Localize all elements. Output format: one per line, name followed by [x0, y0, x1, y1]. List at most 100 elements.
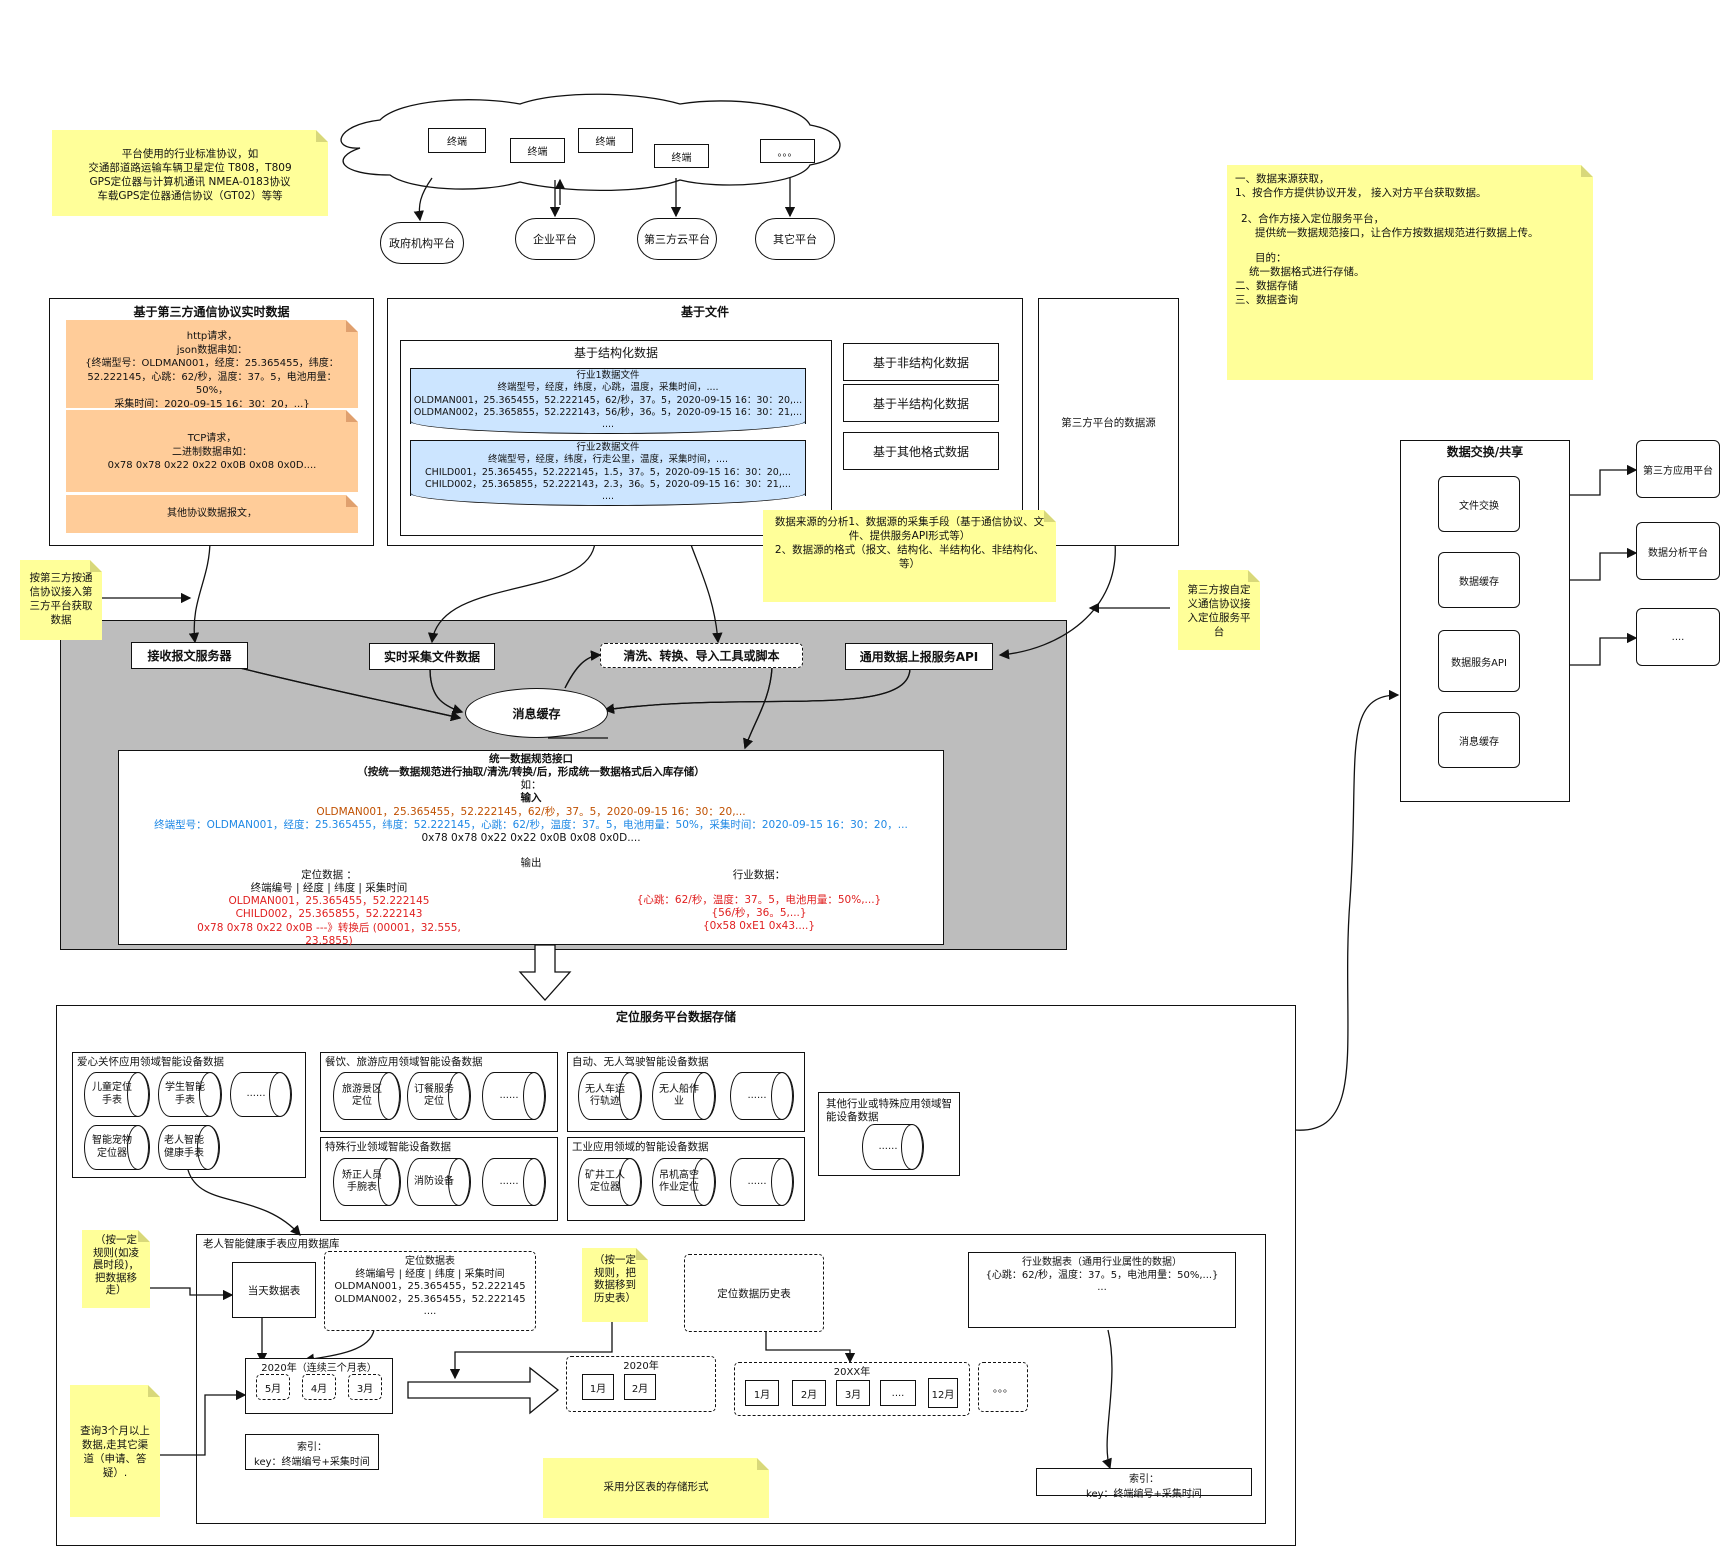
platform-government: 政府机构平台	[380, 222, 464, 264]
group-special: 特殊行业领域智能设备数据	[320, 1137, 558, 1221]
group-care: 爱心关怀应用领域智能设备数据	[72, 1052, 306, 1178]
message-cache: 消息缓存	[465, 688, 608, 738]
down-hollow-arrow	[518, 944, 572, 1001]
platform-other: 其它平台	[755, 218, 835, 260]
device-other-more: ......	[862, 1124, 924, 1170]
note-history-rule: （按一定规则，把数据移到历史表）	[582, 1248, 648, 1322]
unified-industry-output: 行业数据： {心跳：62/秒，温度：37。5，电池用量：50%,...} {56…	[636, 869, 882, 933]
device-ordering: 订餐服务定位	[407, 1072, 471, 1120]
group-care-title: 爱心关怀应用领域智能设备数据	[77, 1056, 224, 1068]
upload-service-api: 通用数据上报服务API	[845, 643, 993, 670]
arrow-ex-t3	[1570, 632, 1638, 666]
target-analysis-platform: 数据分析平台	[1636, 522, 1720, 580]
terminal-2: 终端	[510, 138, 565, 163]
month-4: 4月	[302, 1374, 336, 1400]
xx-month-12: 12月	[928, 1378, 958, 1408]
note-other-protocol: 其他协议数据报文，	[66, 495, 358, 533]
note-right-access: 第三方按自定义通信协议接入定位服务平台	[1178, 570, 1260, 650]
history-20xx-title: 20XX年	[833, 1367, 871, 1378]
note-source-analysis: 数据来源的分析1、数据源的采集手段（基于通信协议、文件、提供服务API形式等）2…	[763, 510, 1056, 602]
arrow-panel1-receive	[188, 539, 211, 644]
exchange-message-cache: 消息缓存	[1438, 712, 1520, 768]
note-http-request: http请求，json数据串如：{终端型号：OLDMAN001，经度：25.36…	[66, 320, 358, 408]
device-fire: 消防设备	[407, 1158, 471, 1206]
terminal-4: 终端	[654, 144, 709, 168]
arrow-realtime-cache	[429, 667, 464, 715]
arrow-struct-clean	[689, 541, 723, 644]
arrow-cloud-gov	[413, 177, 433, 222]
xx-month-1: 1月	[745, 1380, 779, 1406]
other-format-data-box: 基于其他格式数据	[843, 432, 999, 470]
exchange-service-api: 数据服务API	[1438, 630, 1520, 692]
note-query-over-3-months: 查询3个月以上数据,走其它渠道（申请、答疑）.	[70, 1385, 160, 1517]
arrow-cache-clean	[564, 650, 602, 689]
exchange-cache: 数据缓存	[1438, 552, 1520, 608]
arrow-api-cache	[603, 667, 911, 714]
index-box-right: 索引：key：终端编号+采集时间	[1036, 1468, 1252, 1500]
note-protocols: 平台使用的行业标准协议，如 交通部道路运输车辆卫星定位 T808，T809 GP…	[52, 130, 328, 216]
terminal-3: 终端	[578, 128, 633, 153]
unified-title: 统一数据规范接口	[489, 753, 573, 765]
arrow-clean-unified	[743, 667, 773, 750]
history-more: 。。。	[978, 1362, 1028, 1412]
data-exchange-title: 数据交换/共享	[1446, 445, 1524, 459]
arrow-ex-t1	[1570, 464, 1638, 496]
xx-month-2: 2月	[792, 1380, 826, 1406]
group-other-title: 其他行业或特殊应用领域智能设备数据	[826, 1098, 952, 1123]
xx-month-3: 3月	[836, 1380, 870, 1406]
elderly-db-title: 老人智能健康手表应用数据库	[203, 1238, 340, 1250]
unified-input-3: 0x78 0x78 0x22 0x22 0x0B 0x08 0x0D....	[421, 831, 641, 844]
device-care-more: ......	[230, 1072, 292, 1117]
realtime-file-collect: 实时采集文件数据	[369, 643, 495, 670]
month-5: 5月	[256, 1374, 290, 1400]
index-box-left: 索引：key：终端编号+采集时间	[245, 1434, 379, 1470]
arrow-storage-exchange	[1294, 689, 1400, 1131]
semistructured-data-box: 基于半结构化数据	[843, 384, 999, 422]
group-industrial-title: 工业应用领域的智能设备数据	[572, 1141, 709, 1153]
device-child-watch: 儿童定位手表	[84, 1072, 150, 1117]
platform-enterprise: 企业平台	[515, 218, 595, 260]
note-tcp-request: TCP请求，二进制数据串如：0x78 0x78 0x22 0x22 0x0B 0…	[66, 410, 358, 492]
year-2020-recent-title: 2020年（连续三个月表）	[261, 1363, 377, 1374]
receive-server: 接收报文服务器	[131, 642, 248, 669]
device-elderly-watch: 老人智能健康手表	[158, 1125, 220, 1170]
history-2020-title: 2020年	[623, 1361, 659, 1372]
device-pet-locator: 智能宠物定位器	[84, 1125, 150, 1170]
xx-month-dots: ....	[880, 1380, 916, 1406]
panel-file-based-title: 基于文件	[680, 305, 729, 319]
device-mine-worker: 矿井工人定位器	[578, 1158, 642, 1206]
clean-convert-import-tool: 清洗、转换、导入工具或脚本	[600, 643, 803, 668]
device-unmanned-car: 无人车运行轨迹	[578, 1072, 642, 1120]
unified-eg: 如：	[520, 779, 542, 792]
device-special-more: ......	[482, 1158, 546, 1206]
month-3: 3月	[348, 1374, 382, 1400]
device-catering-more: ......	[482, 1072, 546, 1120]
unstructured-data-box: 基于非结构化数据	[843, 343, 999, 381]
arrow-struct-realtime	[427, 541, 596, 644]
unified-input-2: 终端型号：OLDMAN001，经度：25.365455，纬度：52.222145…	[154, 818, 908, 831]
unified-position-output: 定位数据 ： 终端编号 | 经度 | 纬度 | 采集时间 OLDMAN001，2…	[197, 869, 461, 947]
device-correction-wristband: 矫正人员手腕表	[333, 1158, 401, 1206]
platform-third-cloud: 第三方云平台	[637, 218, 717, 260]
device-crane: 吊机高空作业定位	[652, 1158, 716, 1206]
terminal-more: 。。。	[760, 139, 815, 163]
industry2-data-file: 行业2数据文件终端型号，经度，纬度，行走公里，温度，采集时间，....CHILD…	[410, 440, 806, 506]
today-data-table: 当天数据表	[232, 1262, 316, 1318]
storage-panel: 定位服务平台数据存储	[56, 1005, 1296, 1546]
group-catering-title: 餐饮、旅游应用领域智能设备数据	[325, 1056, 483, 1068]
group-industrial: 工业应用领域的智能设备数据	[567, 1137, 805, 1221]
group-autonomous-title: 自动、无人驾驶智能设备数据	[572, 1056, 709, 1068]
industry-data-table: 行业数据表（通用行业属性的数据）{心跳：62/秒，温度：37。5，电池用量：50…	[968, 1252, 1236, 1328]
note-left-access: 按第三方按通信协议接入第三方平台获取数据	[20, 560, 102, 640]
structured-data-title: 基于结构化数据	[573, 346, 658, 360]
hist-month-1: 1月	[582, 1374, 614, 1400]
unified-interface: 统一数据规范接口 （按统一数据规范进行抽取/清洗/转换/后，形成统一数据格式后入…	[118, 750, 944, 947]
unified-input-label: 输入	[520, 792, 542, 805]
note-move-rule: （按一定规则(如凌晨时段)，把数据移走）	[82, 1230, 150, 1308]
storage-title: 定位服务平台数据存储	[615, 1010, 736, 1024]
group-other: 其他行业或特殊应用领域智能设备数据	[818, 1092, 960, 1176]
unified-input-1: OLDMAN001，25.365455，52.222145，62/秒，37。5，…	[316, 805, 746, 818]
note-partition-table: 采用分区表的存储形式	[543, 1458, 769, 1518]
device-student-watch: 学生智能手表	[158, 1072, 222, 1117]
